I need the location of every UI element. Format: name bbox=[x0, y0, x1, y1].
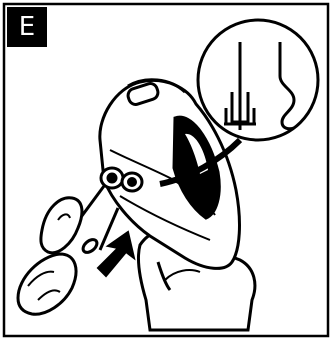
beater-and-hook-detail-icon bbox=[198, 20, 318, 140]
step-badge: E bbox=[7, 7, 47, 47]
